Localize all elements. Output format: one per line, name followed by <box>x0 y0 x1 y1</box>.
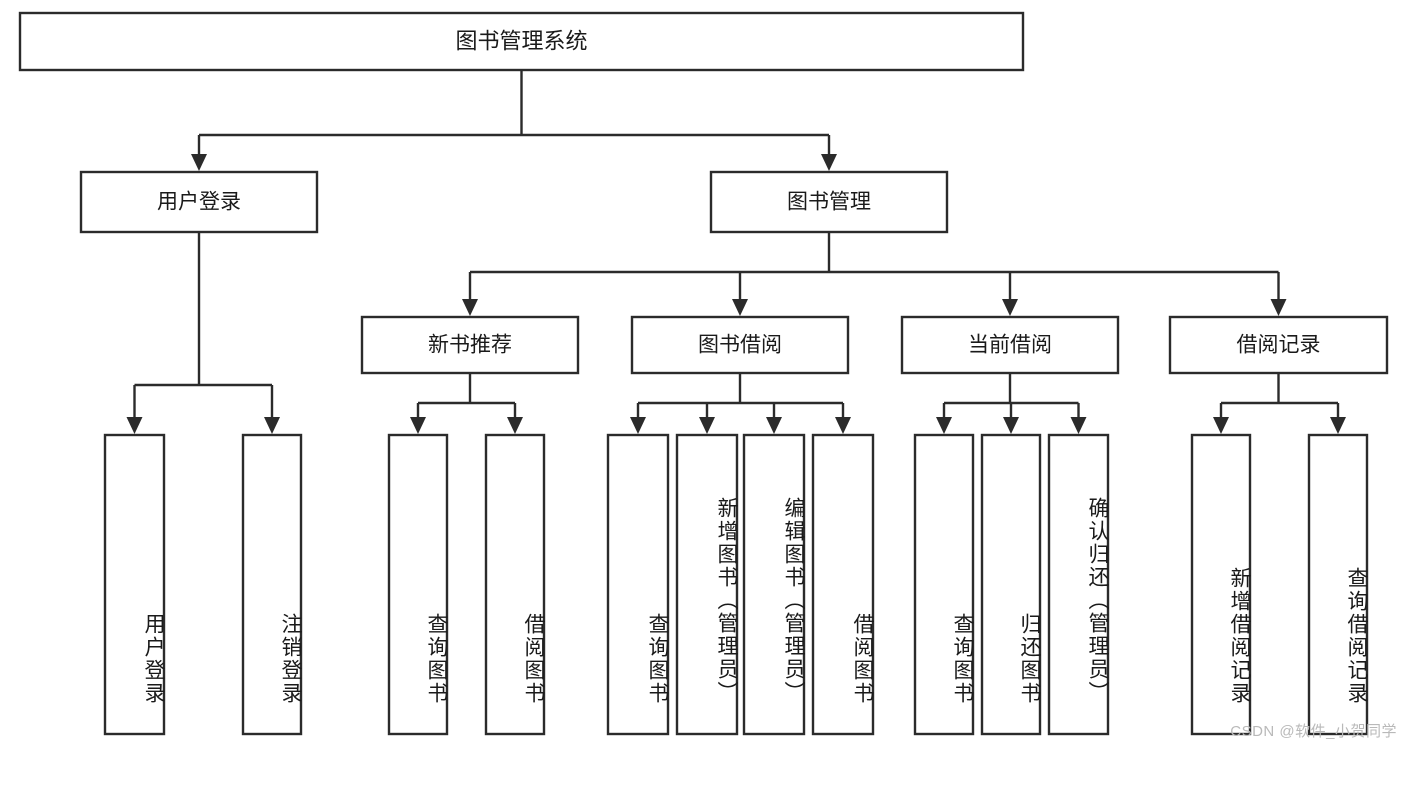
node-leaf-edit-book[interactable] <box>742 433 806 736</box>
arrow-head <box>1330 417 1346 434</box>
connectors-layer <box>126 70 1346 434</box>
node-leaf-borrow-book-rec[interactable] <box>484 433 546 736</box>
arrow-head <box>507 417 523 434</box>
node-root[interactable]: 图书管理系统 <box>18 11 1025 72</box>
node-borrow-record[interactable]: 借阅记录 <box>1168 315 1389 375</box>
node-current-borrow-label: 当前借阅 <box>968 334 1052 357</box>
connector-group-book-borrow <box>630 373 851 434</box>
node-leaf-query-book-borrow[interactable] <box>606 433 670 736</box>
arrow-head <box>410 417 426 434</box>
node-leaf-query-book-rec[interactable] <box>387 433 449 736</box>
node-leaf-return-book[interactable] <box>980 433 1042 736</box>
node-user-login-rect[interactable] <box>79 170 319 234</box>
connector-group-root <box>191 70 837 171</box>
arrow-head <box>1070 417 1087 434</box>
node-book-manage[interactable]: 图书管理 <box>709 170 949 234</box>
node-borrow-record-label: 借阅记录 <box>1237 334 1321 357</box>
node-leaf-borrow-book-rec-rect[interactable] <box>484 433 546 736</box>
arrow-head <box>191 154 207 171</box>
connector-group-current-borrow <box>936 373 1087 434</box>
arrow-head <box>936 417 952 434</box>
node-new-book-rec[interactable]: 新书推荐 <box>360 315 580 375</box>
node-book-manage-label: 图书管理 <box>787 191 871 214</box>
node-leaf-borrow-book-rect[interactable] <box>811 433 875 736</box>
node-leaf-add-book-rect[interactable] <box>675 433 739 736</box>
node-leaf-confirm-return[interactable] <box>1047 433 1110 736</box>
connector-group-book-manage <box>462 232 1287 316</box>
node-leaf-borrow-book[interactable] <box>811 433 875 736</box>
node-leaf-query-book-cur[interactable] <box>913 433 975 736</box>
node-leaf-user-logout-rect[interactable] <box>241 433 303 736</box>
arrow-head <box>126 417 143 434</box>
node-leaf-add-book[interactable] <box>675 433 739 736</box>
node-book-manage-rect[interactable] <box>709 170 949 234</box>
arrow-head <box>835 417 851 434</box>
node-root-label: 图书管理系统 <box>455 28 587 53</box>
node-leaf-query-book-cur-rect[interactable] <box>913 433 975 736</box>
connector-group-new-book-rec <box>410 373 523 434</box>
node-user-login-label: 用户登录 <box>157 191 241 214</box>
watermark: CSDN @软件_小贺同学 <box>1230 723 1397 740</box>
node-new-book-rec-label: 新书推荐 <box>428 334 512 357</box>
node-book-borrow-rect[interactable] <box>630 315 850 375</box>
node-user-login[interactable]: 用户登录 <box>79 170 319 234</box>
node-leaf-query-book-rec-rect[interactable] <box>387 433 449 736</box>
connector-group-borrow-record <box>1213 373 1346 434</box>
node-leaf-query-record-rect[interactable] <box>1307 433 1369 736</box>
node-book-borrow-label: 图书借阅 <box>698 334 782 357</box>
arrow-head <box>1270 299 1287 316</box>
arrow-head <box>264 417 280 434</box>
arrow-head <box>462 299 478 316</box>
node-new-book-rec-rect[interactable] <box>360 315 580 375</box>
node-leaf-user-login-rect[interactable] <box>103 433 166 736</box>
node-leaf-confirm-return-rect[interactable] <box>1047 433 1110 736</box>
node-current-borrow-rect[interactable] <box>900 315 1120 375</box>
arrow-head <box>1003 417 1019 434</box>
node-leaf-query-record[interactable] <box>1307 433 1369 736</box>
node-leaf-query-book-borrow-rect[interactable] <box>606 433 670 736</box>
node-leaf-add-record-rect[interactable] <box>1190 433 1252 736</box>
arrow-head <box>1213 417 1229 434</box>
arrow-head <box>630 417 646 434</box>
node-root-rect[interactable] <box>18 11 1025 72</box>
node-book-borrow[interactable]: 图书借阅 <box>630 315 850 375</box>
arrow-head <box>1002 299 1018 316</box>
arrow-head <box>821 154 837 171</box>
arrow-head <box>732 299 748 316</box>
arrow-head <box>699 417 715 434</box>
node-leaf-user-login[interactable] <box>103 433 166 736</box>
node-leaf-return-book-rect[interactable] <box>980 433 1042 736</box>
node-leaf-add-record[interactable] <box>1190 433 1252 736</box>
node-leaf-user-logout[interactable] <box>241 433 303 736</box>
node-borrow-record-rect[interactable] <box>1168 315 1389 375</box>
diagram-canvas: 图书管理系统用户登录图书管理新书推荐图书借阅当前借阅借阅记录 用户登录注销登录查… <box>18 11 1397 740</box>
connector-group-user-login <box>126 232 280 434</box>
arrow-head <box>766 417 782 434</box>
node-current-borrow[interactable]: 当前借阅 <box>900 315 1120 375</box>
node-leaf-edit-book-rect[interactable] <box>742 433 806 736</box>
